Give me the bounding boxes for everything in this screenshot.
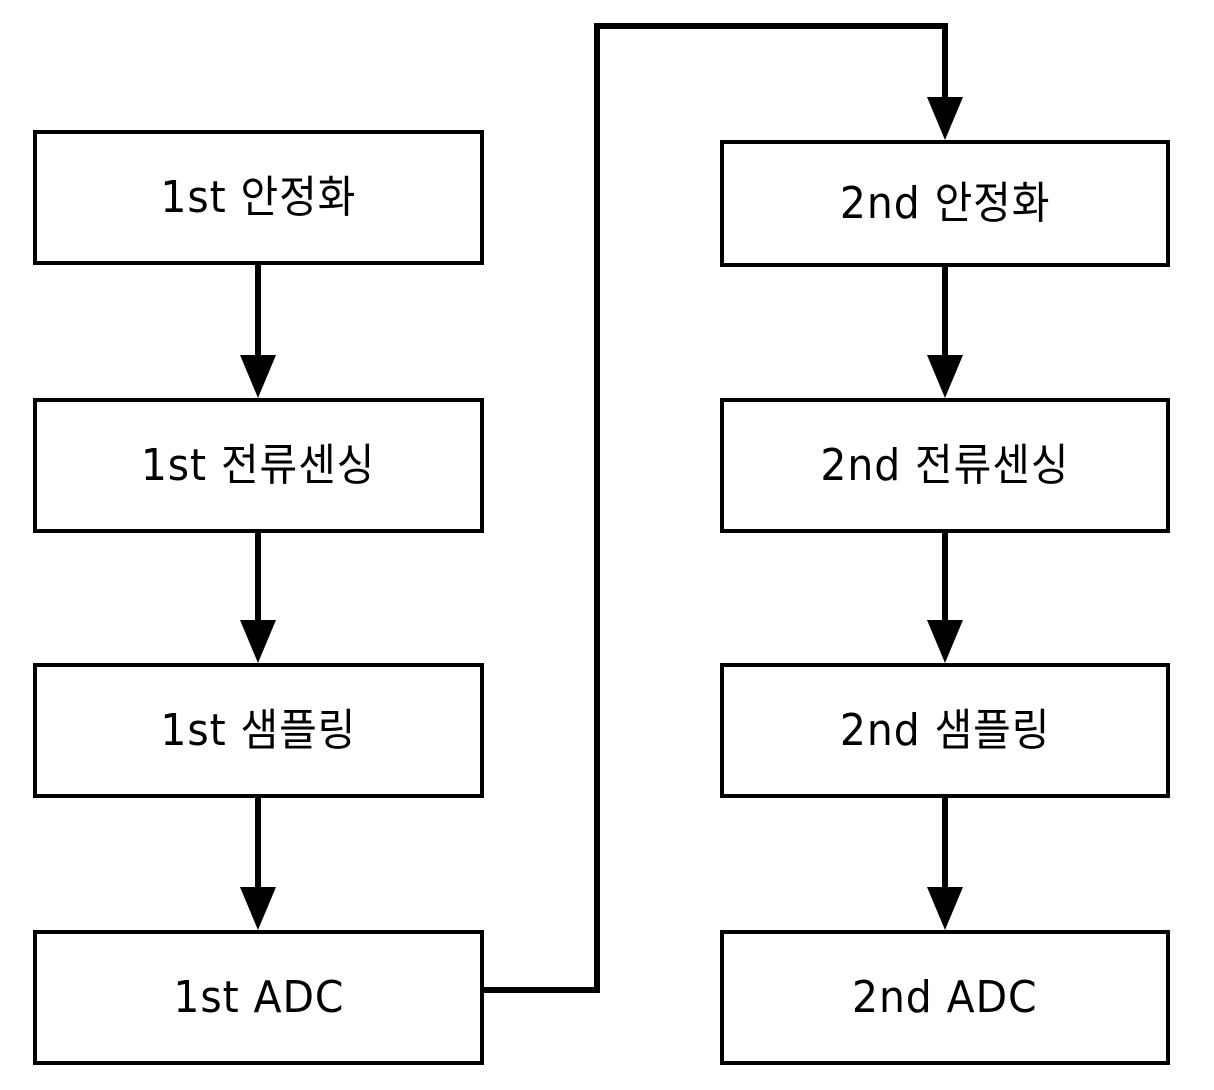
node-label: 1st 안정화 — [160, 171, 357, 223]
node-2nd-adc[interactable]: 2nd ADC — [720, 930, 1170, 1065]
node-2nd-current-sensing[interactable]: 2nd 전류센싱 — [720, 398, 1170, 533]
node-label: 2nd 샘플링 — [839, 704, 1051, 756]
node-2nd-stabilization[interactable]: 2nd 안정화 — [720, 140, 1170, 267]
node-2nd-sampling[interactable]: 2nd 샘플링 — [720, 663, 1170, 798]
connector-n3-to-n4 — [240, 798, 276, 930]
connector-n7-to-n8 — [927, 798, 963, 930]
node-1st-sampling[interactable]: 1st 샘플링 — [33, 663, 484, 798]
connector-n5-to-n6 — [927, 267, 963, 398]
node-label: 2nd 전류센싱 — [820, 439, 1070, 491]
connector-n6-to-n7 — [927, 533, 963, 663]
node-label: 2nd 안정화 — [839, 177, 1051, 229]
connector-n1-to-n2 — [240, 265, 276, 398]
connector-n2-to-n3 — [240, 533, 276, 663]
node-label: 1st 전류센싱 — [141, 439, 376, 491]
node-1st-current-sensing[interactable]: 1st 전류센싱 — [33, 398, 484, 533]
node-label: 1st ADC — [172, 971, 344, 1023]
node-label: 1st 샘플링 — [160, 704, 357, 756]
node-1st-stabilization[interactable]: 1st 안정화 — [33, 130, 484, 265]
node-label: 2nd ADC — [852, 971, 1038, 1023]
connector-n4-to-n5-feedback — [484, 23, 963, 993]
node-1st-adc[interactable]: 1st ADC — [33, 930, 484, 1065]
